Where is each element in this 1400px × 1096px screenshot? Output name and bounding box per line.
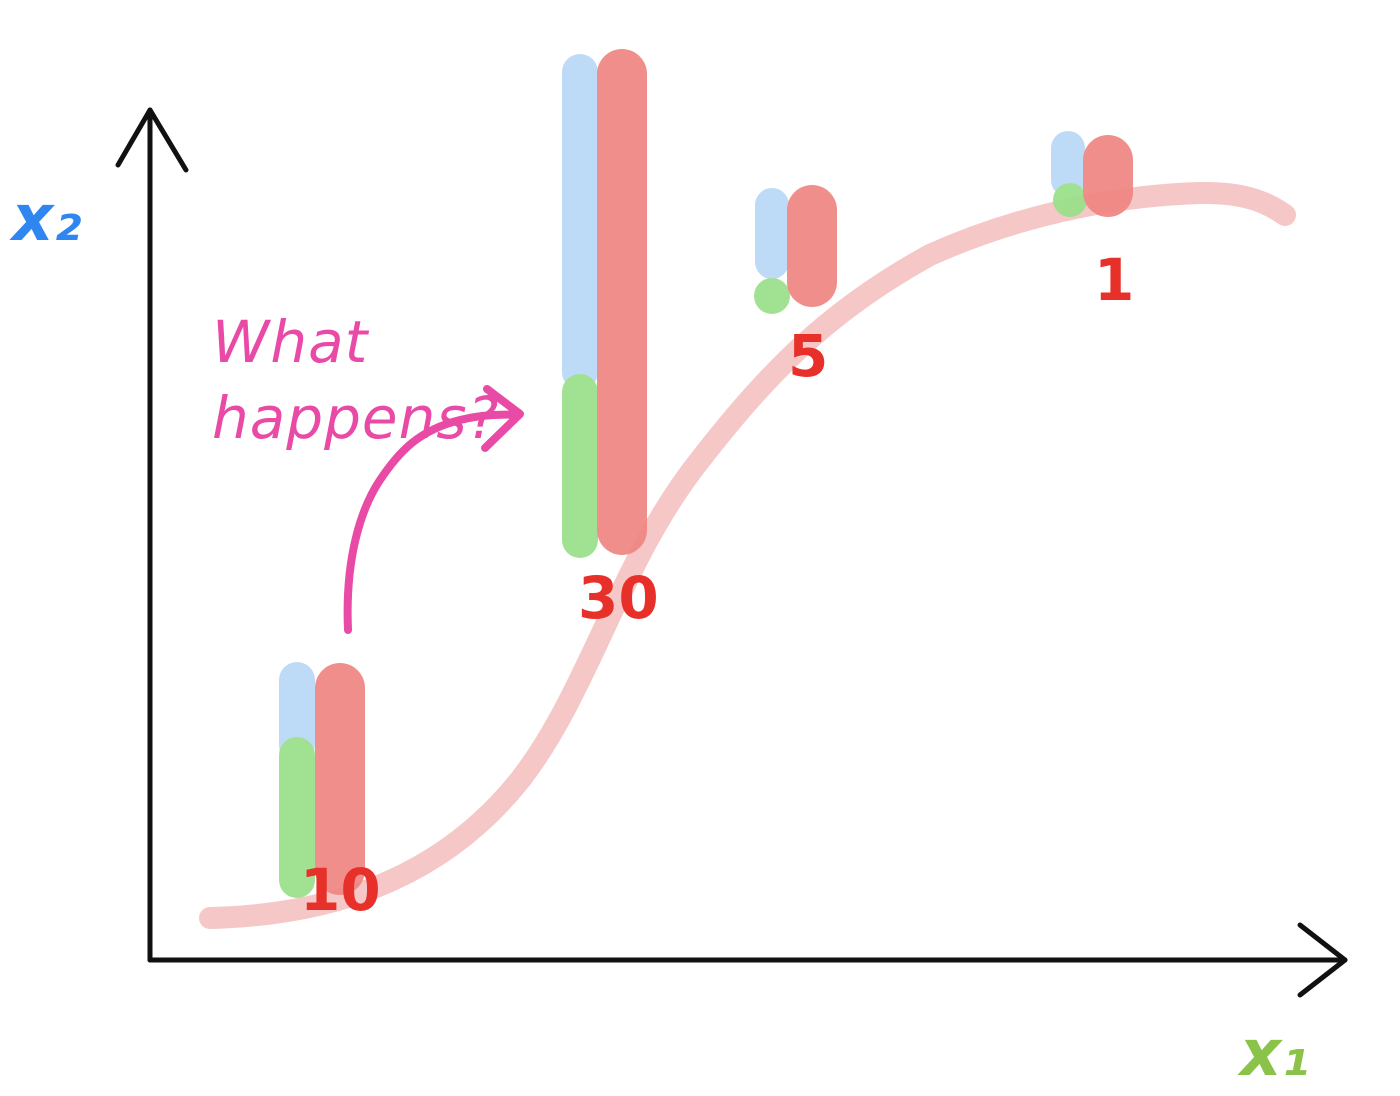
sigmoid-curve xyxy=(199,181,1296,929)
count-label-4: 1 xyxy=(1094,246,1134,314)
x-axis-arrowhead xyxy=(1297,922,1348,998)
x-axis-label: x₁ xyxy=(1237,1017,1309,1091)
group-3-green-dot xyxy=(754,278,790,314)
axes xyxy=(115,107,1348,998)
annotation-line-2: happens? xyxy=(212,384,499,452)
group-1 xyxy=(279,662,365,898)
annotation-arrowhead xyxy=(481,385,524,452)
count-label-2: 30 xyxy=(578,564,659,632)
annotation-arrow-shaft xyxy=(343,410,522,634)
annotation-line-1: What xyxy=(212,308,370,376)
group-2 xyxy=(562,49,647,558)
y-axis-arrowhead xyxy=(115,107,189,173)
count-label-3: 5 xyxy=(788,322,828,390)
group-4-green-dot xyxy=(1053,183,1087,217)
count-label-1: 10 xyxy=(300,856,381,924)
annotation-arrow xyxy=(343,385,524,634)
y-axis-label: x₂ xyxy=(9,182,81,256)
group-4 xyxy=(1051,131,1133,217)
group-3 xyxy=(754,185,837,314)
